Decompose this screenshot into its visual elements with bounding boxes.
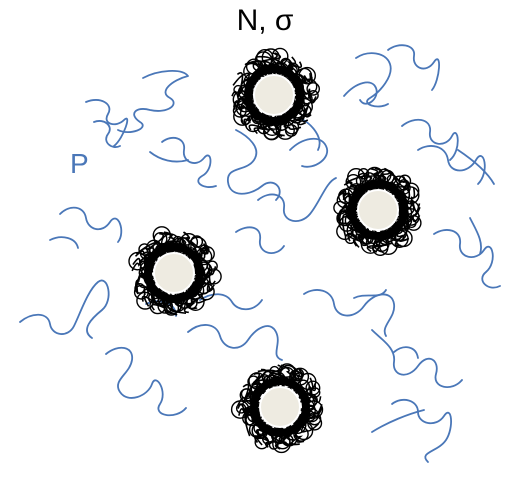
grafted-chain-strand [289, 75, 313, 88]
free-polymer-chain [93, 120, 121, 148]
grafted-chain-strand [337, 191, 364, 204]
free-polymer-chain [85, 99, 129, 147]
free-polymer-chains [19, 44, 501, 463]
grafted-chain-ring [250, 377, 310, 437]
grafted-nanoparticles [128, 47, 422, 454]
free-polymer-label: P [70, 148, 89, 179]
grafted-chain-ring [348, 180, 408, 240]
grafted-chain-loop [347, 167, 366, 187]
grafted-chain-loop [271, 47, 289, 65]
grafted-chain-strand [391, 175, 411, 201]
grafted-chain-strand [370, 167, 385, 193]
grafted-chain-strand [253, 112, 272, 135]
free-polymer-chain [457, 149, 495, 185]
free-polymer-chain [235, 226, 285, 254]
free-polymer-chain [355, 52, 392, 108]
grafted-chain-loop [357, 167, 370, 180]
free-polymer-chain [19, 279, 110, 339]
free-polymer-chain [257, 177, 337, 222]
grafted-chain-strand [256, 55, 275, 79]
free-polymer-chain [59, 206, 123, 243]
grafted-chain-strand [292, 415, 320, 433]
grafted-chain-loop [206, 260, 218, 272]
nanoparticle-core [153, 252, 195, 294]
grafted-chain-strand [151, 289, 170, 311]
free-polymer-chain [371, 409, 425, 433]
free-polymer-chain [469, 217, 482, 255]
grafted-chain-loop [298, 66, 317, 85]
grafted-chain-loop [133, 284, 149, 300]
grafted-chain-loop [232, 103, 247, 118]
nanoparticle-core [253, 74, 295, 116]
free-polymer-chain [187, 324, 283, 361]
grafted-chain-strand [267, 112, 285, 137]
free-polymer-chain [227, 129, 281, 201]
free-polymer-chain [49, 236, 79, 249]
free-polymer-chain [393, 346, 419, 359]
grafted-chain-ring [244, 65, 304, 125]
free-polymer-chain [161, 136, 217, 188]
grafted-chain-loop [268, 439, 279, 450]
free-polymer-chain [343, 81, 378, 105]
grafted-chain-loop [306, 82, 321, 96]
grafted-nanoparticle [230, 363, 324, 454]
grafted-chain-strand [289, 98, 309, 123]
free-polymer-chain [289, 137, 329, 168]
free-polymer-chain [353, 289, 387, 299]
grafted-chain-strand [275, 111, 285, 137]
free-polymer-chain [391, 398, 452, 463]
grafted-chain-strand [343, 181, 367, 199]
grafted-chain-loop [138, 243, 151, 256]
title-label: N, σ [236, 4, 294, 37]
free-polymer-chain [387, 44, 440, 91]
grafted-chain-strand [178, 287, 201, 314]
free-polymer-chain [401, 118, 459, 161]
free-polymer-chain [371, 329, 463, 388]
free-polymer-chain [149, 151, 189, 163]
grafted-chain-strand [134, 250, 159, 270]
grafted-nanoparticle [333, 166, 422, 257]
grafted-chain-strand [295, 407, 323, 420]
free-polymer-chain [105, 346, 187, 417]
grafted-chain-strand [381, 224, 410, 242]
grafted-chain-strand [336, 204, 361, 223]
grafted-chain-strand [232, 72, 259, 92]
grafted-chain-strand [257, 369, 282, 391]
grafted-chain-strand [243, 109, 268, 127]
free-polymer-chain [433, 229, 501, 289]
grafted-chain-strand [231, 90, 257, 105]
grafted-chain-loop [345, 173, 362, 190]
free-polymer-chain [299, 117, 321, 151]
grafted-chain-strand [136, 270, 158, 295]
grafted-chain-ring [144, 243, 204, 303]
grafted-nanoparticle [128, 226, 222, 316]
grafted-chain-strand [283, 56, 297, 83]
free-polymer-chain [199, 293, 263, 311]
free-polymer-chain [417, 145, 486, 185]
free-polymer-chain [117, 70, 189, 134]
grafted-chain-strand [338, 189, 362, 210]
grafted-chain-loop [153, 231, 168, 246]
grafted-chain-strand [143, 279, 162, 307]
nanoparticle-core [357, 189, 399, 231]
free-polymer-chain [303, 289, 395, 337]
grafted-chain-strand [190, 266, 217, 278]
nanoparticle-core [259, 386, 301, 428]
grafted-nanoparticle [231, 47, 321, 141]
